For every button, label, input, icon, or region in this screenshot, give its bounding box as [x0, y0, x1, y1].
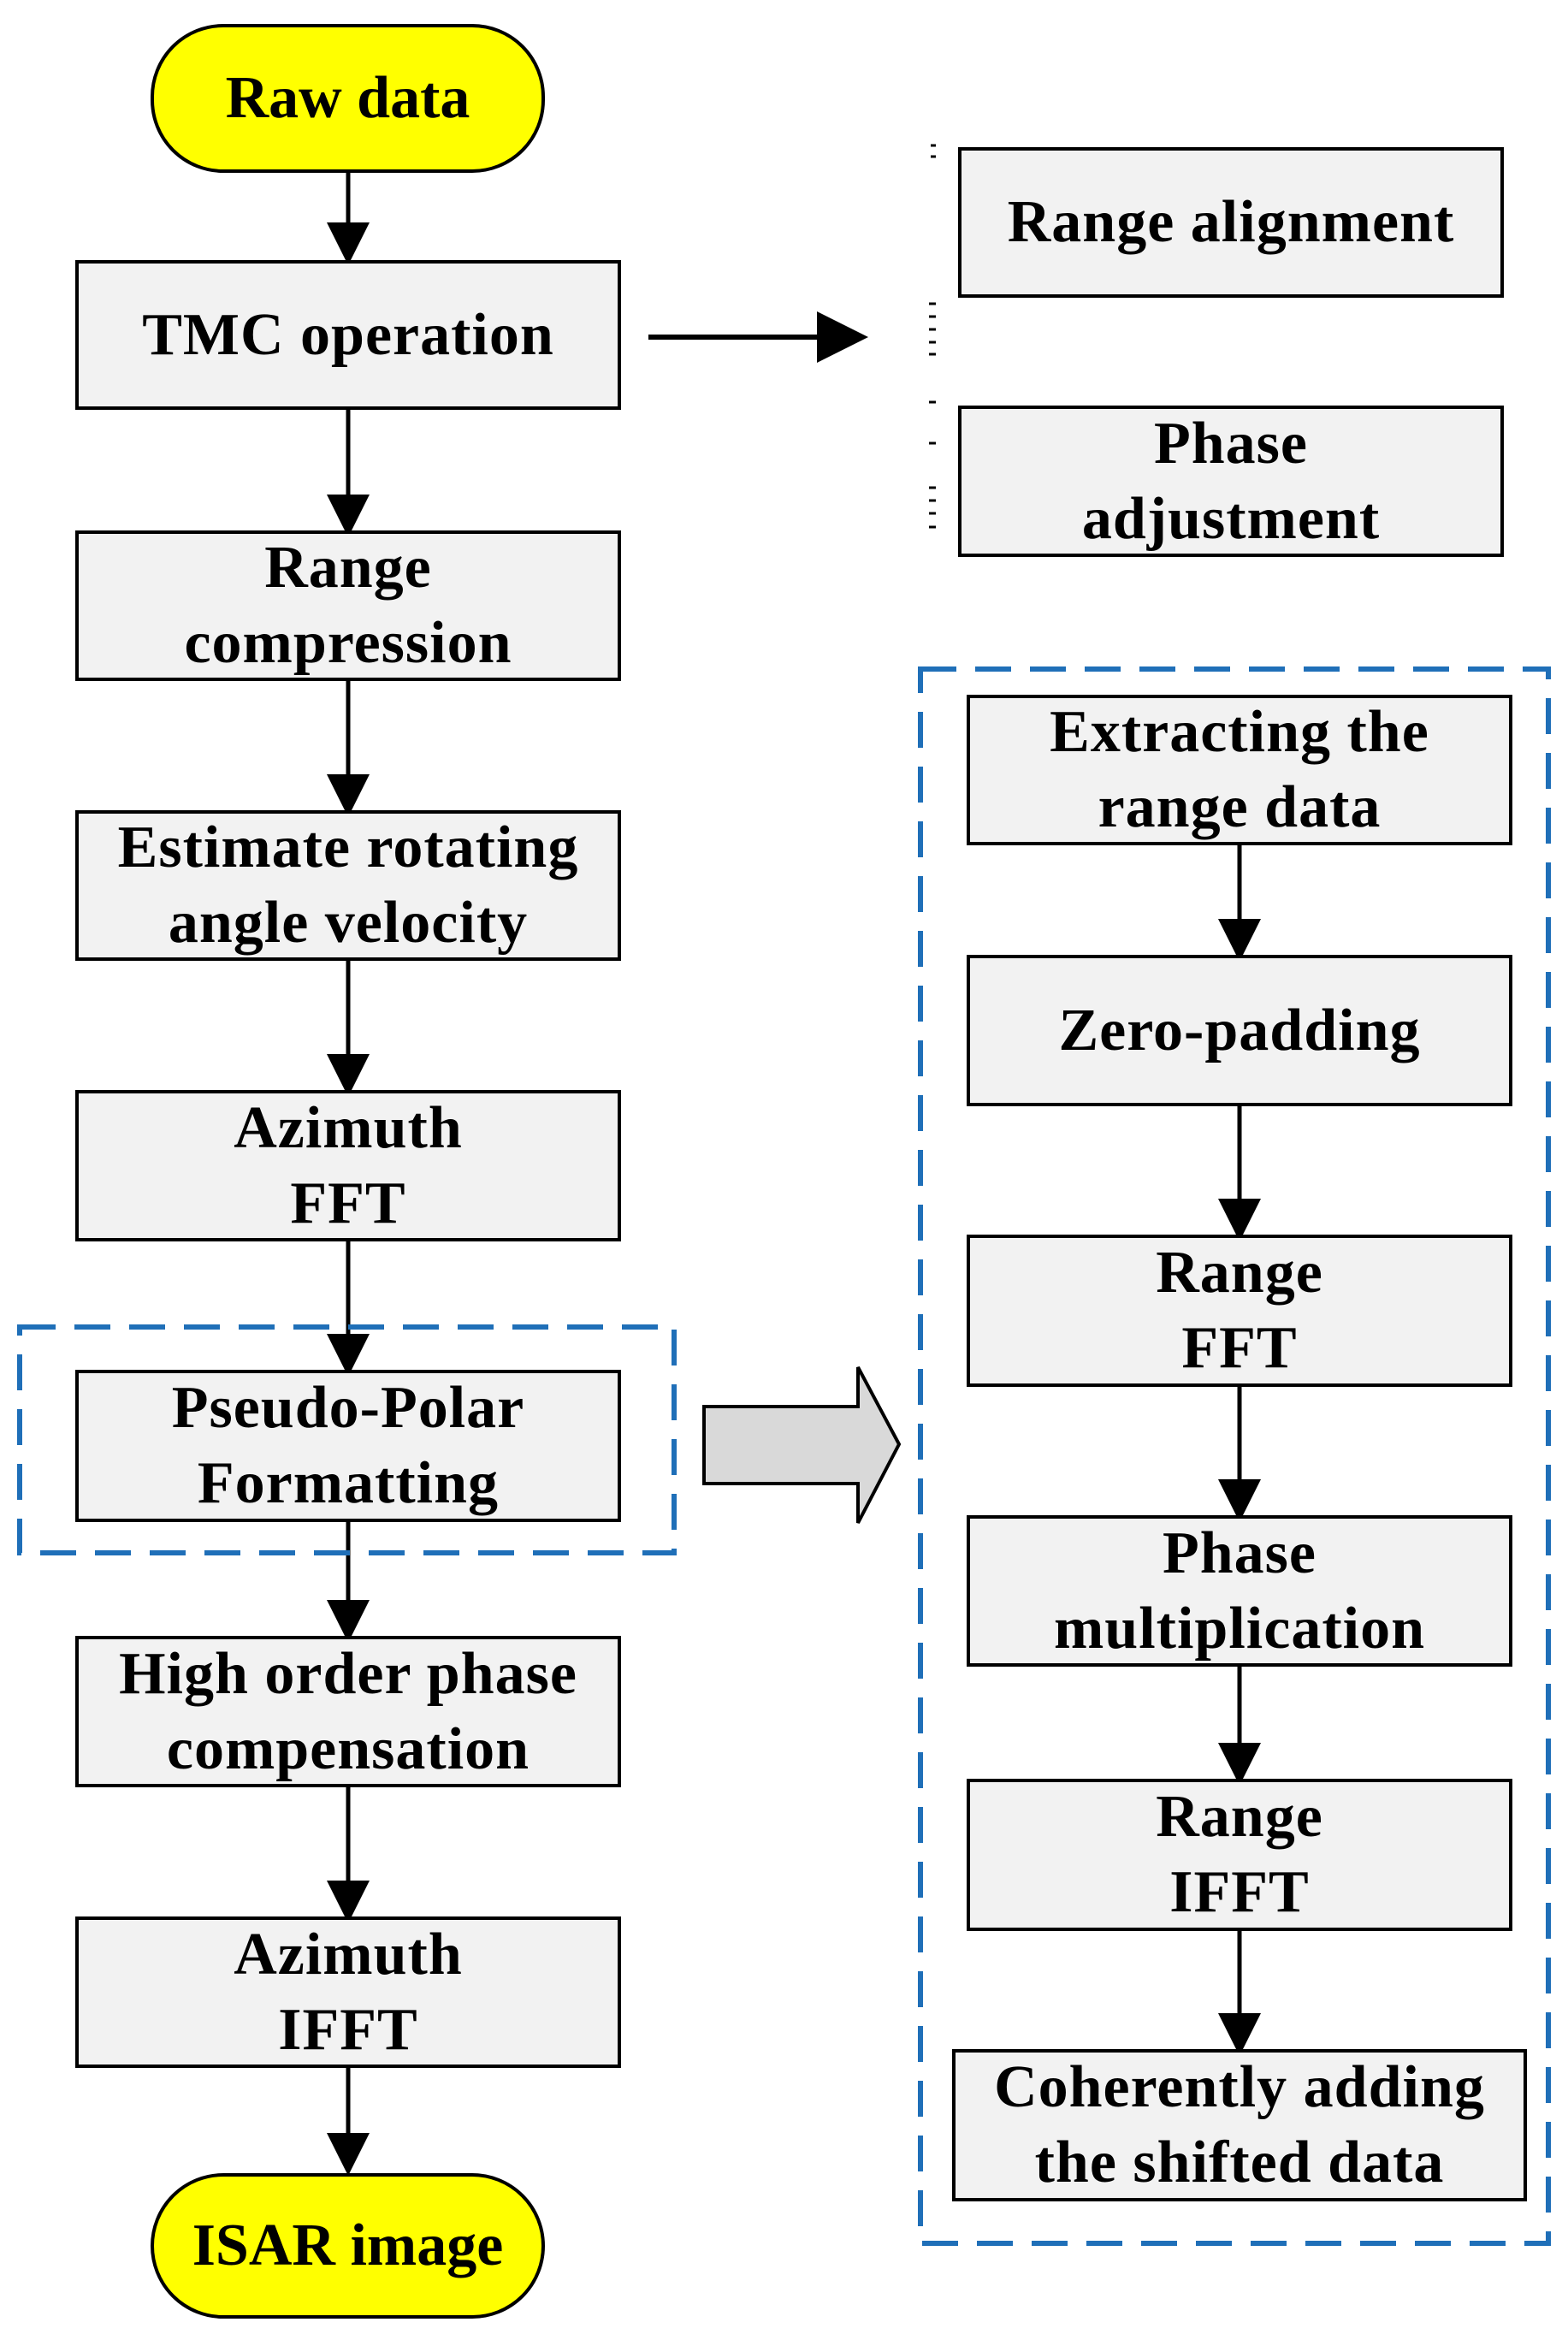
ppf-step-label: Coherently adding the shifted data — [994, 2054, 1485, 2195]
ppf-step-label: Phase multiplication — [1053, 1520, 1426, 1662]
step-pseudo-polar-formatting: Pseudo-Polar Formatting — [75, 1370, 621, 1522]
ppf-step-label: Range IFFT — [1156, 1784, 1323, 1925]
step-label: Range compression — [184, 535, 512, 676]
step-label: High order phase compensation — [119, 1640, 577, 1782]
tmc-detail-range-alignment: Range alignment — [958, 147, 1504, 298]
step-azimuth-fft: Azimuth FFT — [75, 1090, 621, 1241]
ppf-step-range-ifft: Range IFFT — [967, 1779, 1512, 1931]
step-label: Pseudo-Polar Formatting — [171, 1375, 525, 1516]
step-label: Azimuth IFFT — [234, 1921, 463, 2063]
expand-block-arrow — [702, 1366, 902, 1524]
tmc-detail-bracket-marks — [929, 144, 936, 529]
start-terminal-label: Raw data — [225, 65, 470, 131]
tmc-detail-label: Phase adjustment — [1081, 410, 1381, 552]
step-tmc-operation: TMC operation — [75, 260, 621, 410]
tmc-detail-phase-adjustment: Phase adjustment — [958, 406, 1504, 557]
tmc-detail-label: Range alignment — [1007, 189, 1455, 255]
step-azimuth-ifft: Azimuth IFFT — [75, 1916, 621, 2068]
ppf-step-label: Range FFT — [1156, 1240, 1323, 1381]
ppf-step-extracting-range-data: Extracting the range data — [967, 695, 1512, 845]
step-range-compression: Range compression — [75, 530, 621, 681]
ppf-step-label: Extracting the range data — [1050, 699, 1429, 840]
ppf-step-zero-padding: Zero-padding — [967, 955, 1512, 1106]
step-high-order-phase-compensation: High order phase compensation — [75, 1636, 621, 1787]
step-label: Estimate rotating angle velocity — [117, 815, 579, 956]
ppf-step-coherently-adding: Coherently adding the shifted data — [952, 2049, 1527, 2201]
ppf-dashed-group — [17, 1324, 677, 1555]
start-terminal-raw-data: Raw data — [151, 24, 545, 173]
ppf-step-range-fft: Range FFT — [967, 1235, 1512, 1387]
step-label: TMC operation — [142, 301, 554, 368]
end-terminal-label: ISAR image — [192, 2213, 504, 2278]
end-terminal-isar-image: ISAR image — [151, 2173, 545, 2319]
step-label: Azimuth FFT — [234, 1094, 463, 1236]
ppf-step-phase-multiplication: Phase multiplication — [967, 1515, 1512, 1667]
ppf-step-label: Zero-padding — [1058, 997, 1421, 1063]
ppf-detail-dashed-group — [918, 666, 1551, 2246]
step-estimate-rotating-angle-velocity: Estimate rotating angle velocity — [75, 810, 621, 961]
